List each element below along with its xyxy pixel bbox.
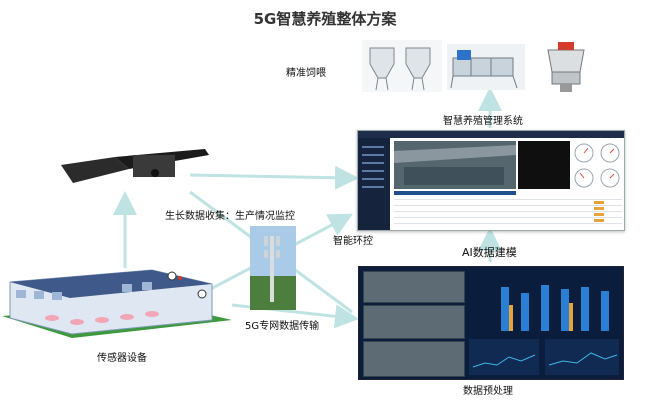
- system-data-table: [394, 197, 622, 229]
- management-system-label: 智慧养殖管理系统: [443, 116, 523, 127]
- management-system-screen: [357, 130, 625, 231]
- barn-camera-feed-2: [363, 305, 465, 339]
- barn-camera-feed-3: [363, 341, 465, 377]
- growth-monitoring-label: 生长数据收集：生产情况监控: [165, 211, 295, 222]
- camera-feed-side: [518, 141, 570, 189]
- smart-env-control-label: 智能环控: [333, 236, 373, 247]
- feeding-label: 精准饲喂: [286, 68, 326, 79]
- feeder-machine-image: [538, 40, 594, 96]
- system-sidebar: [358, 138, 390, 230]
- dashboard-line-panels: [469, 339, 619, 375]
- data-preprocessing-label: 数据预处理: [463, 386, 513, 397]
- camera-feed-screen: [394, 141, 516, 189]
- page-title: 5G智慧养殖整体方案: [253, 10, 397, 28]
- gauge-group: [572, 141, 622, 191]
- pig-barn-illustration: [2, 260, 232, 344]
- dashboard-bar-chart: [469, 275, 619, 335]
- arrow-monitor-to-system: [189, 165, 359, 190]
- feeding-station-image: [447, 44, 525, 90]
- 5g-tower-image: [250, 226, 296, 310]
- sensor-device-label: 传感器设备: [97, 353, 147, 364]
- barn-camera-feed-1: [363, 271, 465, 303]
- ai-modeling-label: AI数据建模: [462, 246, 517, 259]
- data-preprocessing-dashboard: [358, 266, 624, 380]
- feeding-silo-image: [362, 40, 442, 92]
- 5g-network-label: 5G专网数据传输: [245, 321, 320, 332]
- monitoring-camera-device: [55, 143, 215, 191]
